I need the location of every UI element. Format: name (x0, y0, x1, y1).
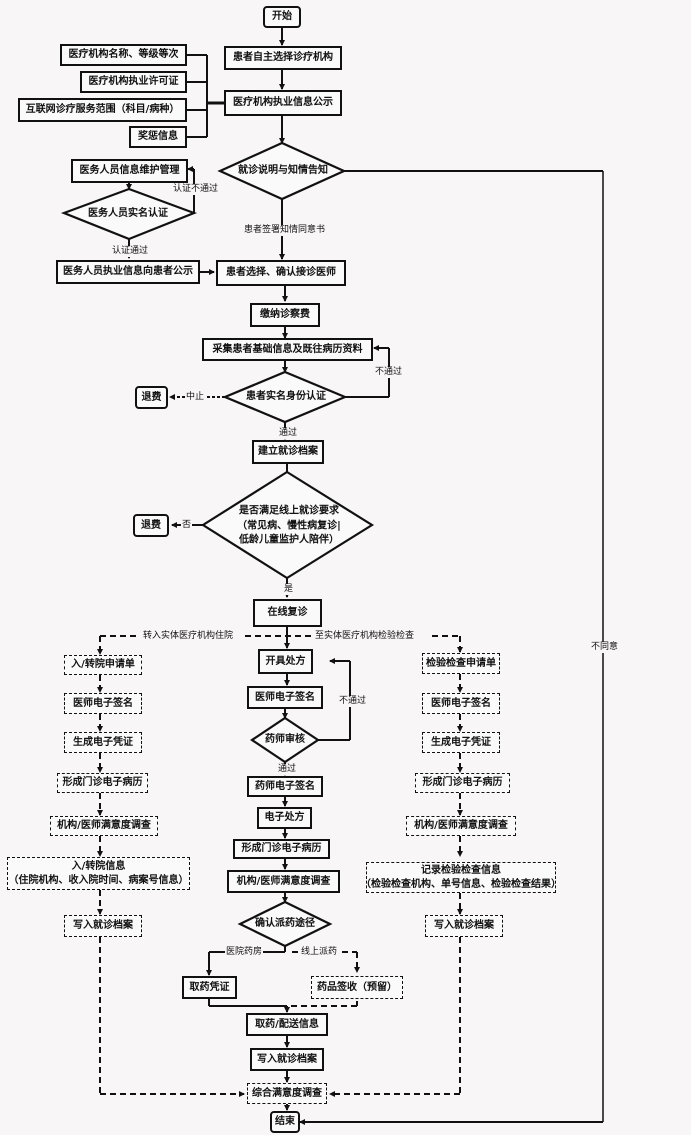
staff-realname-decision-label: 医务人员实名认证 (88, 207, 168, 219)
right-branch-item: 机构/医师满意度调查 (406, 816, 516, 836)
edge-label-consent-signed: 患者签署知情同意书 (243, 225, 327, 236)
edge-label-hospital-pharmacy: 医院药房 (225, 947, 264, 958)
left-write-record-node: 写入就诊档案 (64, 915, 142, 937)
online-eligibility-decision-shape (200, 470, 375, 580)
online-followup-node: 在线复诊 (253, 599, 322, 627)
left-branch-label: 转入实体医疗机构住院 (142, 631, 235, 642)
disclosure-item: 医疗机构执业许可证 (80, 71, 187, 93)
info-line: 入/转院信息 (71, 861, 126, 872)
pharmacist-sign-node: 药师电子签名 (247, 776, 323, 797)
edge-label-stop: 中止 (185, 392, 206, 403)
disclosure-item: 互联网诊疗服务范围（科目/病种） (18, 98, 187, 122)
prescribe-node: 开具处方 (258, 649, 313, 674)
edge-label-patient-pass: 通过 (278, 428, 299, 439)
delivery-decision-shape (237, 900, 333, 948)
institution-disclosure-node: 医疗机构执业信息公示 (224, 90, 342, 116)
satisfaction-node: 机构/医师满意度调查 (227, 870, 340, 893)
online-eligibility-line: 是否满足线上就诊要求 (239, 505, 339, 517)
edge-label-yes: 是 (283, 584, 295, 595)
right-branch-item: 医师电子签名 (422, 693, 500, 714)
create-record-node: 建立就诊档案 (252, 440, 324, 464)
left-branch-item: 医师电子签名 (64, 693, 142, 714)
edge-label-review-fail: 不通过 (338, 696, 368, 707)
right-branch-item: 生成电子凭证 (422, 732, 500, 753)
select-institution-node: 患者自主选择诊疗机构 (224, 46, 342, 70)
staff-realname-decision-shape (60, 187, 198, 241)
info-line: （住院机构、收入院时间、病案号信息） (8, 874, 189, 886)
overall-survey-node: 综合满意度调查 (247, 1083, 327, 1104)
patient-realname-decision-shape (222, 370, 348, 424)
online-eligibility-line: （常见病、慢性病复诊| (237, 519, 341, 531)
right-branch-label: 至实体医疗机构检验检查 (314, 631, 416, 642)
right-write-record-node: 写入就诊档案 (425, 915, 503, 937)
disclosure-item: 奖惩信息 (129, 126, 187, 148)
staff-disclosure-node: 医务人员执业信息向患者公示 (56, 260, 200, 284)
pay-fee-node: 缴纳诊察费 (250, 303, 320, 327)
edge-label-review-pass: 通过 (277, 764, 298, 775)
doctor-sign-node: 医师电子签名 (247, 686, 323, 709)
refund-node-1: 退费 (135, 386, 168, 409)
edge-label-patient-fail: 不通过 (374, 367, 404, 378)
pharmacist-review-label: 药师审核 (265, 733, 305, 745)
patient-realname-decision-label: 患者实名身份认证 (246, 390, 326, 402)
staff-maintenance-node: 医务人员信息维护管理 (71, 159, 188, 183)
pickup-delivery-info-node: 取药/配送信息 (246, 1013, 328, 1036)
left-branch-item: 生成电子凭证 (64, 732, 142, 753)
edge-label-staff-fail: 认证不通过 (172, 184, 220, 195)
left-branch-item: 机构/医师满意度调查 (50, 816, 158, 836)
edge-label-no: 否 (181, 520, 193, 531)
disclosure-item: 医疗机构名称、等级等次 (60, 44, 187, 66)
edge-label-online-dispatch: 线上派药 (300, 947, 339, 958)
collect-info-node: 采集患者基础信息及既往病历资料 (202, 338, 373, 361)
right-branch-item: 形成门诊电子病历 (415, 773, 510, 793)
drug-receipt-node: 药品签收（预留） (311, 976, 403, 999)
info-line: 记录检验检查信息 (421, 865, 501, 876)
outpatient-record-node: 形成门诊电子病历 (233, 839, 330, 859)
online-eligibility-decision-label: 是否满足线上就诊要求 （常见病、慢性病复诊| 低龄儿童监护人陪伴） (237, 504, 341, 548)
pickup-voucher-node: 取药凭证 (182, 976, 237, 999)
end-node: 结束 (270, 1111, 300, 1133)
e-prescription-node: 电子处方 (257, 807, 312, 829)
pharmacist-review-decision-shape (250, 716, 320, 764)
info-line: （检验检查机构、单号信息、检验检查结果） (361, 878, 561, 890)
right-branch-item: 检验检查申请单 (422, 653, 500, 674)
left-branch-item: 形成门诊电子病历 (57, 773, 148, 793)
consent-decision-label: 就诊说明与知情告知 (238, 164, 328, 176)
choose-doctor-node: 患者选择、确认接诊医师 (216, 260, 346, 286)
edge-label-staff-pass: 认证通过 (111, 246, 150, 257)
consent-decision-shape (217, 141, 347, 201)
delivery-decision-label: 确认派药途径 (255, 917, 315, 929)
middle-write-record-node: 写入就诊档案 (250, 1048, 324, 1071)
online-eligibility-line: 低龄儿童监护人陪伴） (239, 534, 339, 546)
edge-label-disagree: 不同意 (590, 642, 620, 653)
refund-node-2: 退费 (133, 514, 169, 537)
right-branch-info: 记录检验检查信息 （检验检查机构、单号信息、检验检查结果） (361, 862, 561, 893)
start-node: 开始 (263, 6, 301, 28)
left-branch-item: 入/转院申请单 (64, 655, 142, 675)
left-branch-info: 入/转院信息 （住院机构、收入院时间、病案号信息） (7, 857, 190, 890)
